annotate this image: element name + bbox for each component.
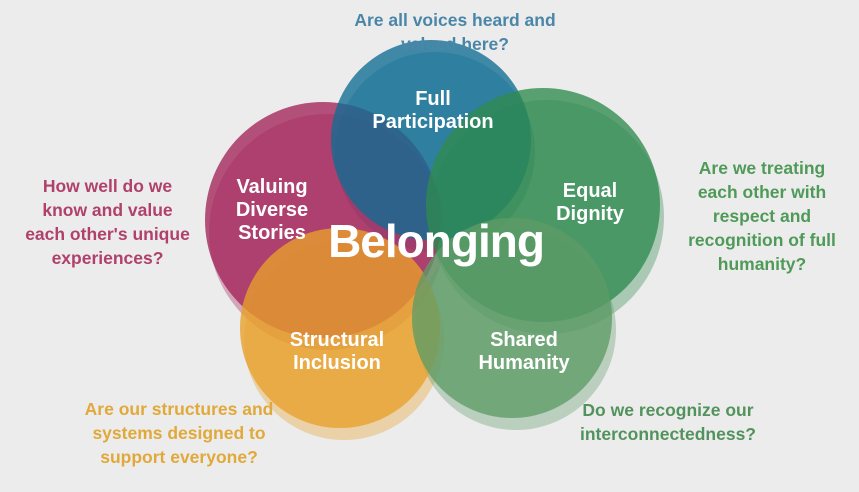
- question-valuing-diverse-stories: How well do we know and value each other…: [25, 176, 190, 268]
- circle-inclusion: [240, 228, 440, 428]
- question-full-participation: Are all voices heard and valued here?: [354, 10, 556, 54]
- center-title-belonging: Belonging: [328, 215, 544, 267]
- question-equal-dignity: Are we treating each other with respect …: [688, 158, 836, 274]
- question-shared-humanity: Do we recognize our interconnectedness?: [579, 400, 757, 444]
- circle-humanity: [412, 218, 612, 418]
- question-structural-inclusion: Are our structures and systems designed …: [84, 399, 274, 467]
